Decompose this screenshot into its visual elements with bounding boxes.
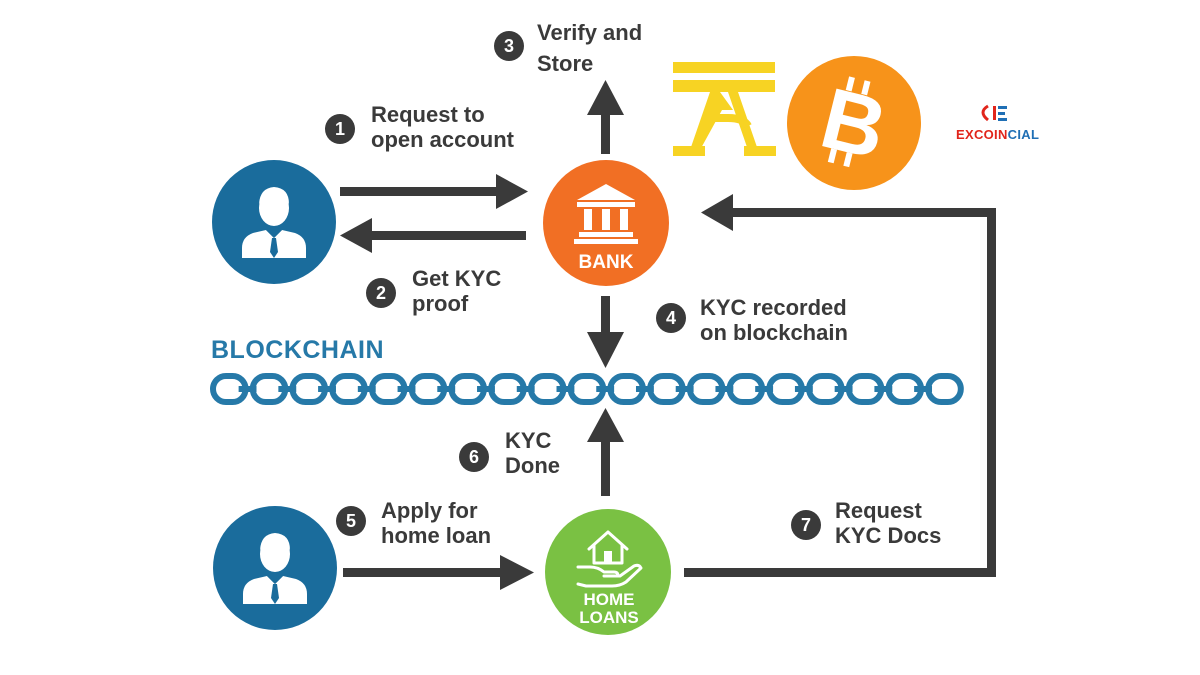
chain-connector: [516, 386, 535, 392]
blockchain-title: BLOCKCHAIN: [211, 336, 385, 364]
chain-connector: [914, 386, 933, 392]
chain-connector: [596, 386, 615, 392]
brand-name-part1: EX: [956, 127, 974, 142]
step-2-label: Get KYC proof: [412, 266, 501, 316]
step-7-label: Request KYC Docs: [835, 498, 941, 548]
chain-connector: [556, 386, 575, 392]
bank-icon: [574, 184, 638, 244]
chain-connector: [238, 386, 257, 392]
home-hand-icon: [576, 530, 643, 588]
chain-connector: [437, 386, 456, 392]
step-4-line1: KYC recorded: [700, 295, 847, 320]
bank-label: BANK: [578, 252, 634, 273]
chain-connector: [477, 386, 495, 392]
step-6-line2: Done: [505, 453, 560, 478]
chain-connector: [357, 386, 376, 392]
chain-connector: [675, 386, 694, 392]
chain-connector: [318, 386, 336, 392]
person-icon: [243, 533, 307, 604]
chain-connector: [397, 386, 416, 392]
chain-connector: [635, 386, 654, 392]
step-4-line2: on blockchain: [700, 320, 848, 345]
home-loans-label: HOME LOANS: [568, 591, 650, 627]
step-3-line2: Store: [537, 51, 594, 76]
step-5-line1: Apply for: [381, 498, 478, 523]
step-3-label: Verify and Store: [537, 20, 642, 76]
chain-connector: [834, 386, 853, 392]
step-2-badge: 2: [366, 278, 396, 308]
step-5-badge: 5: [336, 506, 366, 536]
step-3-line1: Verify and: [537, 20, 643, 45]
step-1-label: Request to open account: [371, 102, 514, 152]
step-4-badge: 4: [656, 303, 686, 333]
person-icon: [242, 187, 306, 258]
home-loans-label-line1: HOME: [583, 590, 635, 609]
step-6-label: KYC Done: [505, 428, 560, 478]
brand-name-part2: COIN: [973, 127, 1008, 142]
step-5-label: Apply for home loan: [381, 498, 491, 548]
step-2-line2: proof: [412, 291, 469, 316]
step-3-badge: 3: [494, 31, 524, 61]
chain-connector: [794, 386, 813, 392]
step-7-line1: Request: [835, 498, 922, 523]
step-1-line2: open account: [371, 127, 515, 152]
step-2-line1: Get KYC: [412, 266, 502, 291]
brand-name: EXCOINCIAL: [956, 127, 1039, 142]
step-5-line2: home loan: [381, 523, 492, 548]
step-7-line2: KYC Docs: [835, 523, 942, 548]
chain-connector: [874, 386, 893, 392]
step-1-badge: 1: [325, 114, 355, 144]
chain-link: [925, 373, 964, 405]
home-loans-label-line2: LOANS: [579, 608, 639, 627]
chain-connector: [278, 386, 297, 392]
brand-name-part3: CIAL: [1007, 127, 1040, 142]
step-7-badge: 7: [791, 510, 821, 540]
chain-connector: [715, 386, 734, 392]
step-1-line1: Request to: [371, 102, 485, 127]
step-6-line1: KYC: [505, 428, 552, 453]
step-6-badge: 6: [459, 442, 489, 472]
step-4-label: KYC recorded on blockchain: [700, 295, 848, 345]
chain-connector: [755, 386, 774, 392]
